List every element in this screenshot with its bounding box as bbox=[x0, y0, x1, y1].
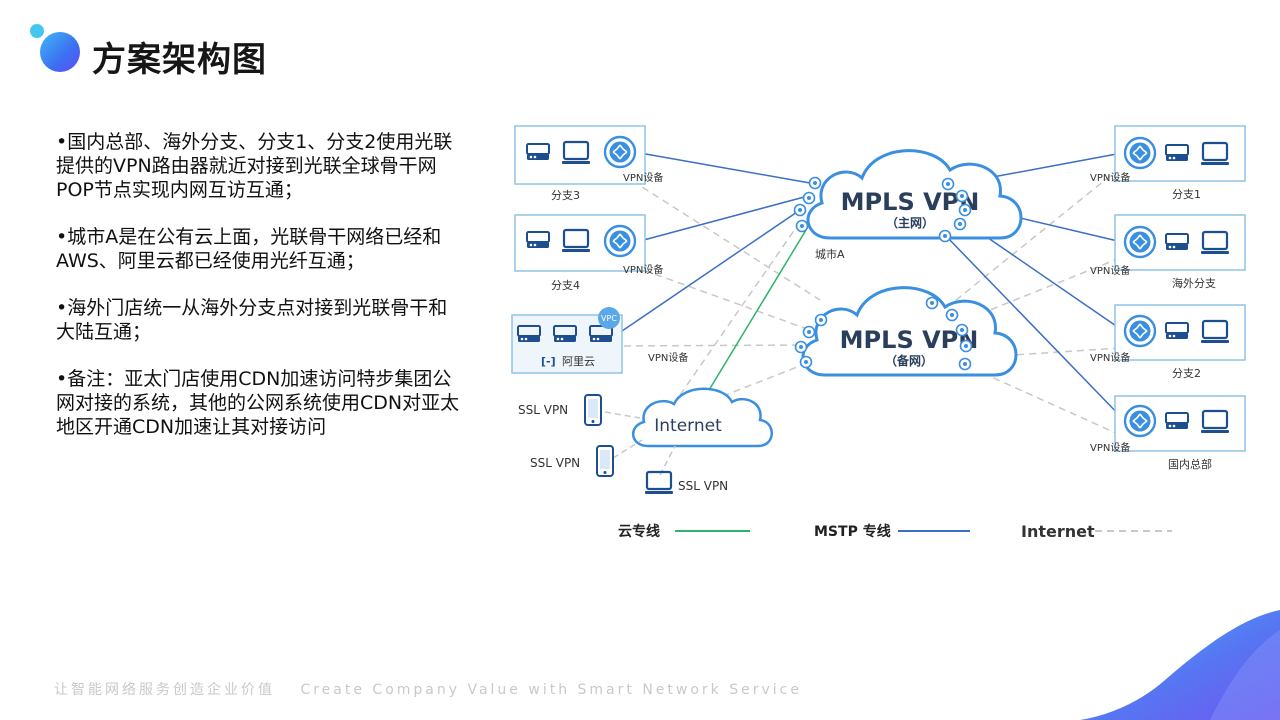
cloud-title: MPLS VPN bbox=[840, 326, 979, 354]
aliyun-label: 阿里云 bbox=[562, 355, 595, 368]
site-overseas-branch: VPN设备 海外分支 bbox=[1090, 214, 1246, 290]
ssl-vpn-clients: SSL VPN SSL VPN SSL VPN bbox=[518, 394, 728, 496]
vpn-device-label: VPN设备 bbox=[1090, 441, 1130, 454]
site-label: 分支3 bbox=[551, 189, 580, 202]
vpn-device-label: VPN设备 bbox=[623, 171, 663, 184]
ssl-vpn-label: SSL VPN bbox=[518, 403, 568, 417]
corner-decoration bbox=[1080, 610, 1280, 720]
site-label: 国内总部 bbox=[1168, 457, 1212, 471]
internet-to-phone-links bbox=[604, 411, 676, 476]
footer-slogan-cn: 让智能网络服务创造企业价值 bbox=[54, 682, 275, 698]
legend: 云专线 MSTP 专线 Internet bbox=[618, 522, 1172, 541]
bullet-item: •城市A是在公有云上面，光联骨干网络已经和AWS、阿里云都已经使用光纤互通； bbox=[56, 226, 442, 272]
vpn-device-label: VPN设备 bbox=[648, 351, 688, 364]
bullet-list: •国内总部、海外分支、分支1、分支2使用光联提供的VPN路由器就近对接到光联全球… bbox=[56, 130, 466, 462]
vpn-device-label: VPN设备 bbox=[1090, 264, 1130, 277]
internet-label: Internet bbox=[654, 416, 722, 436]
mpls-cloud-backup: MPLS VPN （备网） bbox=[801, 286, 1018, 377]
vpn-device-label: VPN设备 bbox=[1090, 351, 1130, 364]
site-label: 分支1 bbox=[1172, 188, 1201, 201]
vpn-device-label: VPN设备 bbox=[623, 263, 663, 276]
page-title: 方案架构图 bbox=[92, 40, 267, 80]
site-domestic-hq: VPN设备 国内总部 bbox=[1090, 395, 1246, 471]
legend-internet-line-label: Internet bbox=[1021, 522, 1095, 541]
site-aliyun: VPC [-] 阿里云 VPN设备 bbox=[511, 307, 688, 374]
internet-cloud: Internet bbox=[632, 387, 773, 448]
bullet-item: •备注：亚太门店使用CDN加速访问特步集团公网对接的系统，其他的公网系统使用CD… bbox=[56, 368, 460, 438]
site-branch-3: VPN设备 分支3 bbox=[514, 125, 663, 202]
site-label: 分支4 bbox=[551, 279, 580, 292]
logo-dot-small bbox=[30, 24, 44, 38]
bullet-item: •国内总部、海外分支、分支1、分支2使用光联提供的VPN路由器就近对接到光联全球… bbox=[56, 131, 453, 201]
footer-slogan: 让智能网络服务创造企业价值 Create Company Value with … bbox=[54, 679, 820, 699]
ssl-vpn-label: SSL VPN bbox=[530, 456, 580, 470]
vpc-badge: VPC bbox=[601, 314, 617, 323]
internet-links bbox=[609, 167, 1121, 436]
site-branch-1: VPN设备 分支1 bbox=[1090, 125, 1246, 201]
phone-icon bbox=[584, 394, 602, 426]
site-branch-4: VPN设备 分支4 bbox=[514, 214, 663, 292]
site-label: 分支2 bbox=[1172, 367, 1201, 380]
site-branch-2: VPN设备 分支2 bbox=[1090, 304, 1246, 380]
cloud-subtitle: （备网） bbox=[885, 353, 933, 368]
ssl-vpn-label: SSL VPN bbox=[678, 479, 728, 493]
legend-mstp-line-label: MSTP 专线 bbox=[814, 523, 891, 540]
cloud-subtitle: （主网） bbox=[886, 215, 934, 230]
mpls-cloud-main: MPLS VPN （主网） bbox=[806, 149, 1023, 240]
cloud-title: MPLS VPN bbox=[841, 188, 980, 216]
bullet-item: •海外门店统一从海外分支点对接到光联骨干和大陆互通； bbox=[56, 297, 448, 343]
aliyun-logo-icon: [-] bbox=[541, 355, 556, 368]
site-label: 海外分支 bbox=[1172, 276, 1216, 290]
city-label: 城市A bbox=[815, 247, 845, 261]
footer-slogan-en: Create Company Value with Smart Network … bbox=[300, 682, 802, 698]
phone-icon bbox=[596, 445, 614, 477]
vpn-device-label: VPN设备 bbox=[1090, 171, 1130, 184]
laptop-icon bbox=[643, 470, 675, 496]
cloud-dedicated-link bbox=[702, 229, 807, 401]
legend-cloud-line-label: 云专线 bbox=[618, 523, 660, 540]
logo-dot-large bbox=[40, 32, 80, 72]
